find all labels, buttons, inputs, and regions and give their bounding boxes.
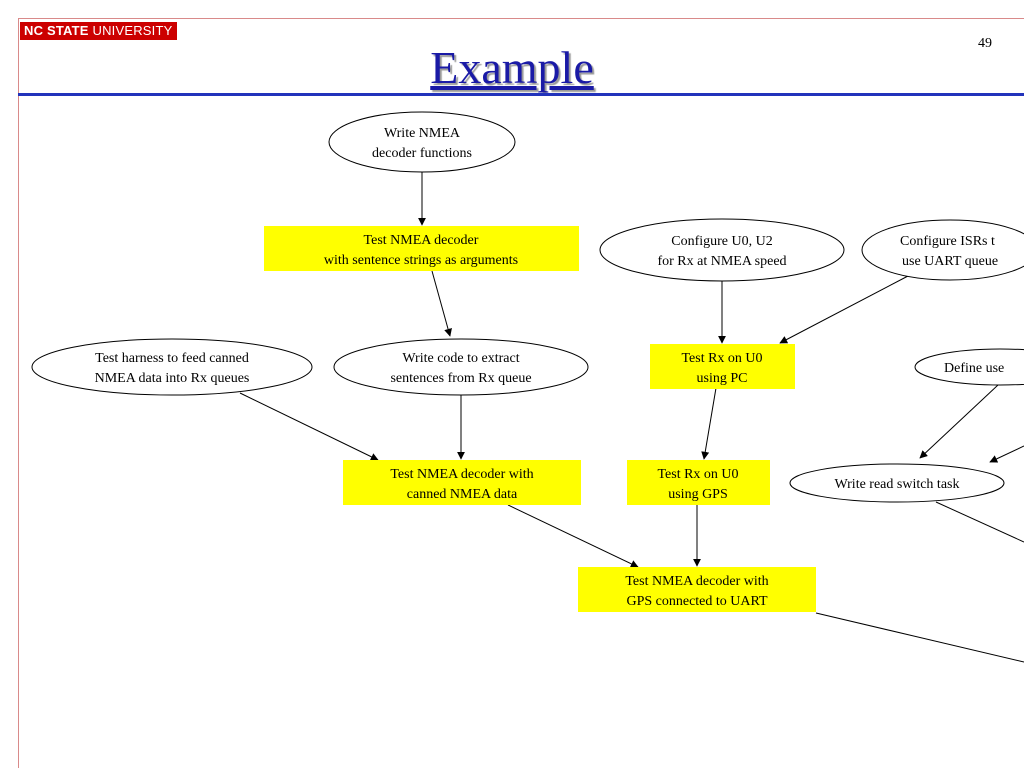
node-test-rx-gps-line1: Test Rx on U0 — [657, 467, 738, 482]
node-define-use: Define use — [914, 348, 1024, 386]
slide-frame-top — [18, 18, 1024, 19]
edge-configure-isrs-to-test-rx-pc — [779, 275, 909, 344]
node-write-nmea-line1: Write NMEA — [384, 126, 461, 141]
edges — [239, 172, 1024, 663]
slide-frame-left — [18, 18, 19, 768]
edge-offscreen-to-read-switch — [989, 445, 1024, 463]
node-write-nmea: Write NMEA decoder functions — [328, 111, 516, 173]
node-configure-u0-line1: Configure U0, U2 — [671, 234, 773, 249]
node-test-rx-gps-line2: using GPS — [668, 487, 728, 502]
node-test-nmea-gps: Test NMEA decoder with GPS connected to … — [578, 567, 816, 612]
node-test-nmea-strings-line2: with sentence strings as arguments — [324, 253, 518, 268]
node-write-read-switch: Write read switch task — [789, 463, 1005, 503]
node-write-extract: Write code to extract sentences from Rx … — [333, 338, 589, 396]
node-test-rx-pc: Test Rx on U0 using PC — [650, 344, 795, 389]
logo-bold-text: NC STATE — [24, 23, 89, 38]
node-test-rx-gps: Test Rx on U0 using GPS — [627, 460, 770, 505]
edge-read-switch-offscreen — [935, 501, 1024, 543]
node-configure-isrs-line2: use UART queue — [902, 254, 998, 269]
node-test-rx-pc-line2: using PC — [697, 371, 748, 386]
node-write-read-switch-line1: Write read switch task — [834, 477, 959, 492]
edge-test-strings-to-extract — [431, 270, 452, 337]
node-write-extract-line1: Write code to extract — [402, 351, 519, 366]
node-test-nmea-gps-line2: GPS connected to UART — [626, 594, 768, 609]
node-test-nmea-strings-line1: Test NMEA decoder — [364, 233, 479, 248]
node-define-use-line1: Define use — [944, 361, 1004, 376]
page-title: Example — [430, 42, 594, 93]
node-test-nmea-gps-line1: Test NMEA decoder with — [625, 574, 768, 589]
node-write-extract-line2: sentences from Rx queue — [390, 371, 531, 386]
node-configure-isrs: Configure ISRs t use UART queue — [861, 219, 1024, 281]
node-test-nmea-canned-line1: Test NMEA decoder with — [390, 467, 533, 482]
node-test-harness: Test harness to feed canned NMEA data in… — [31, 338, 313, 396]
edge-harness-to-canned — [239, 392, 379, 461]
node-configure-u0: Configure U0, U2 for Rx at NMEA speed — [599, 218, 845, 282]
node-test-nmea-canned: Test NMEA decoder with canned NMEA data — [343, 460, 581, 505]
logo-light-text: UNIVERSITY — [88, 23, 173, 38]
title-divider — [18, 93, 1024, 96]
node-test-nmea-canned-line2: canned NMEA data — [407, 487, 518, 502]
edge-define-use-to-read-switch — [919, 384, 999, 459]
edge-gps-test-offscreen — [815, 612, 1024, 663]
node-configure-isrs-line1: Configure ISRs t — [900, 234, 995, 249]
node-test-nmea-strings: Test NMEA decoder with sentence strings … — [264, 226, 579, 271]
node-configure-u0-line2: for Rx at NMEA speed — [657, 254, 786, 269]
node-test-rx-pc-line1: Test Rx on U0 — [681, 351, 762, 366]
node-test-harness-line1: Test harness to feed canned — [95, 351, 249, 366]
edge-test-rx-pc-to-test-rx-gps — [701, 387, 717, 460]
page-number: 49 — [978, 36, 992, 51]
node-test-harness-line2: NMEA data into Rx queues — [95, 371, 250, 386]
node-write-nmea-line2: decoder functions — [372, 146, 472, 161]
university-logo: NC STATE UNIVERSITY — [20, 22, 177, 40]
edge-canned-to-gps-test — [507, 504, 639, 568]
